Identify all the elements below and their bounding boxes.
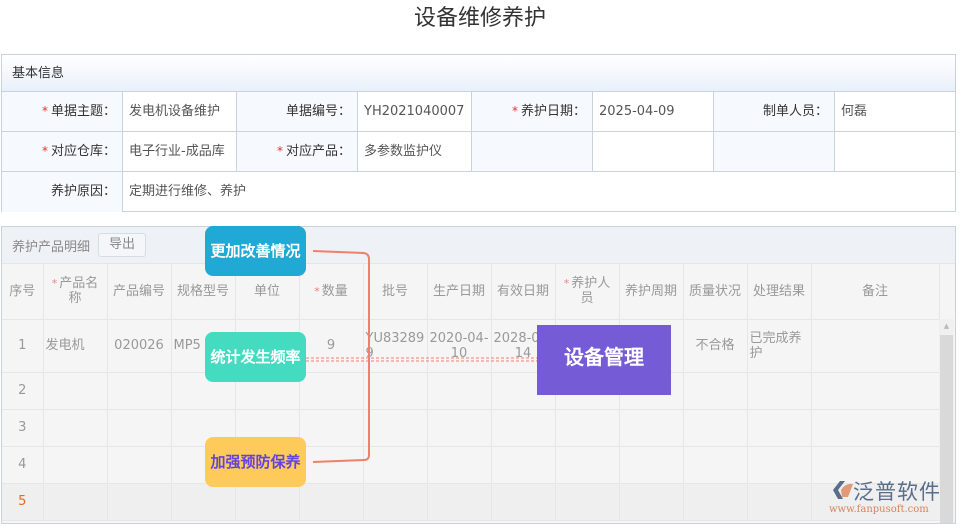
detail-panel: 养护产品明细 导出 序号 *产品名称 产品编号 规格型号 单位 *数量 批号 生… <box>1 226 956 524</box>
empty-field <box>835 132 955 171</box>
cell-index: 2 <box>2 372 44 410</box>
basic-info-panel: 基本信息 *单据主题： 发电机设备维护 单据编号： YH2021040007 *… <box>1 54 956 212</box>
scroll-up-arrow-icon[interactable]: ▲ <box>943 322 950 330</box>
col-header-cycle: 养护周期 <box>619 264 684 320</box>
detail-title: 养护产品明细 <box>12 239 91 255</box>
callout-frequency-stats: 统计发生频率 <box>205 332 306 382</box>
required-mark: * <box>314 284 320 298</box>
callout-improve-situation: 更加改善情况 <box>205 226 306 276</box>
col-header-remark: 备注 <box>811 264 940 320</box>
cell-result[interactable]: 已完成养护 <box>747 319 812 373</box>
maintenance-date-field[interactable]: 2025-04-09 <box>593 92 714 131</box>
table-row[interactable]: 2 <box>2 372 940 410</box>
logo-url-text: www.fanpusoft.com <box>829 504 929 515</box>
info-row-1: *单据主题： 发电机设备维护 单据编号： YH2021040007 *养护日期：… <box>2 92 955 132</box>
maintenance-date-label: *养护日期： <box>472 92 593 131</box>
detail-table: 序号 *产品名称 产品编号 规格型号 单位 *数量 批号 生产日期 有效日期 *… <box>2 264 940 521</box>
fanpu-logo: 泛普软件 www.fanpusoft.com <box>829 476 954 520</box>
cell-quality[interactable]: 不合格 <box>683 319 748 373</box>
empty-label <box>714 132 835 171</box>
col-header-product-name: *产品名称 <box>43 264 108 320</box>
table-header-row: 序号 *产品名称 产品编号 规格型号 单位 *数量 批号 生产日期 有效日期 *… <box>2 264 940 320</box>
col-header-result: 处理结果 <box>747 264 812 320</box>
export-button[interactable]: 导出 <box>98 233 147 257</box>
required-mark: * <box>41 144 48 158</box>
vertical-scrollbar[interactable]: ▲ <box>939 319 954 523</box>
cell-index: 1 <box>2 319 44 373</box>
info-row-2: *对应仓库： 电子行业-成品库 *对应产品： 多参数监护仪 <box>2 132 955 172</box>
cell-index: 4 <box>2 446 44 484</box>
col-header-production-date: 生产日期 <box>427 264 492 320</box>
scroll-thumb[interactable] <box>940 335 953 523</box>
cell-production-date[interactable]: 2020-04-10 <box>427 319 492 373</box>
table-row[interactable]: 1 发电机 020026 MP5 9 YU832899 2020-04-10 2… <box>2 319 940 373</box>
page-title: 设备维修养护 <box>413 6 546 31</box>
warehouse-field[interactable]: 电子行业-成品库 <box>123 132 237 171</box>
info-row-3: 养护原因： 定期进行维修、养护 <box>2 172 955 212</box>
subject-field[interactable]: 发电机设备维护 <box>123 92 237 131</box>
detail-toolbar: 养护产品明细 导出 <box>2 227 955 264</box>
doc-number-field[interactable]: YH2021040007 <box>358 92 472 131</box>
required-mark: * <box>511 104 518 118</box>
col-header-maintainer: *养护人员 <box>555 264 620 320</box>
doc-number-label: 单据编号： <box>237 92 358 131</box>
cell-product-name[interactable]: 发电机 <box>43 319 108 373</box>
table-row[interactable]: 3 <box>2 409 940 447</box>
cell-index: 3 <box>2 409 44 447</box>
required-mark: * <box>563 277 570 291</box>
creator-label: 制单人员： <box>714 92 835 131</box>
cell-remark[interactable] <box>811 319 940 373</box>
table-row-active[interactable]: 5 <box>2 483 940 521</box>
callout-preventive-maintenance: 加强预防保养 <box>205 437 306 487</box>
cell-product-code[interactable]: 020026 <box>107 319 172 373</box>
col-header-product-code: 产品编号 <box>107 264 172 320</box>
equipment-management-box: 设备管理 <box>537 325 671 395</box>
col-header-quantity: *数量 <box>299 264 364 320</box>
col-header-batch: 批号 <box>363 264 428 320</box>
required-mark: * <box>276 144 283 158</box>
warehouse-label: *对应仓库： <box>2 132 123 171</box>
col-header-expiry-date: 有效日期 <box>491 264 556 320</box>
logo-brand-text: 泛普软件 <box>853 480 941 504</box>
creator-field[interactable]: 何磊 <box>841 104 868 119</box>
reason-label: 养护原因： <box>2 172 123 212</box>
cell-index: 5 <box>2 483 44 521</box>
reason-field[interactable]: 定期进行维修、养护 <box>129 184 247 199</box>
subject-label: *单据主题： <box>2 92 123 131</box>
basic-info-header: 基本信息 <box>2 55 955 92</box>
col-header-index: 序号 <box>2 264 44 320</box>
col-header-quality: 质量状况 <box>683 264 748 320</box>
empty-label <box>472 132 593 171</box>
product-label: *对应产品： <box>237 132 358 171</box>
table-row[interactable]: 4 <box>2 446 940 484</box>
fanpu-logo-icon <box>833 481 853 499</box>
required-mark: * <box>41 104 48 118</box>
cell-quantity[interactable]: 9 <box>299 319 364 373</box>
empty-field <box>593 132 714 171</box>
cell-batch[interactable]: YU832899 <box>363 319 428 373</box>
product-field[interactable]: 多参数监护仪 <box>358 132 472 171</box>
required-mark: * <box>51 277 58 291</box>
